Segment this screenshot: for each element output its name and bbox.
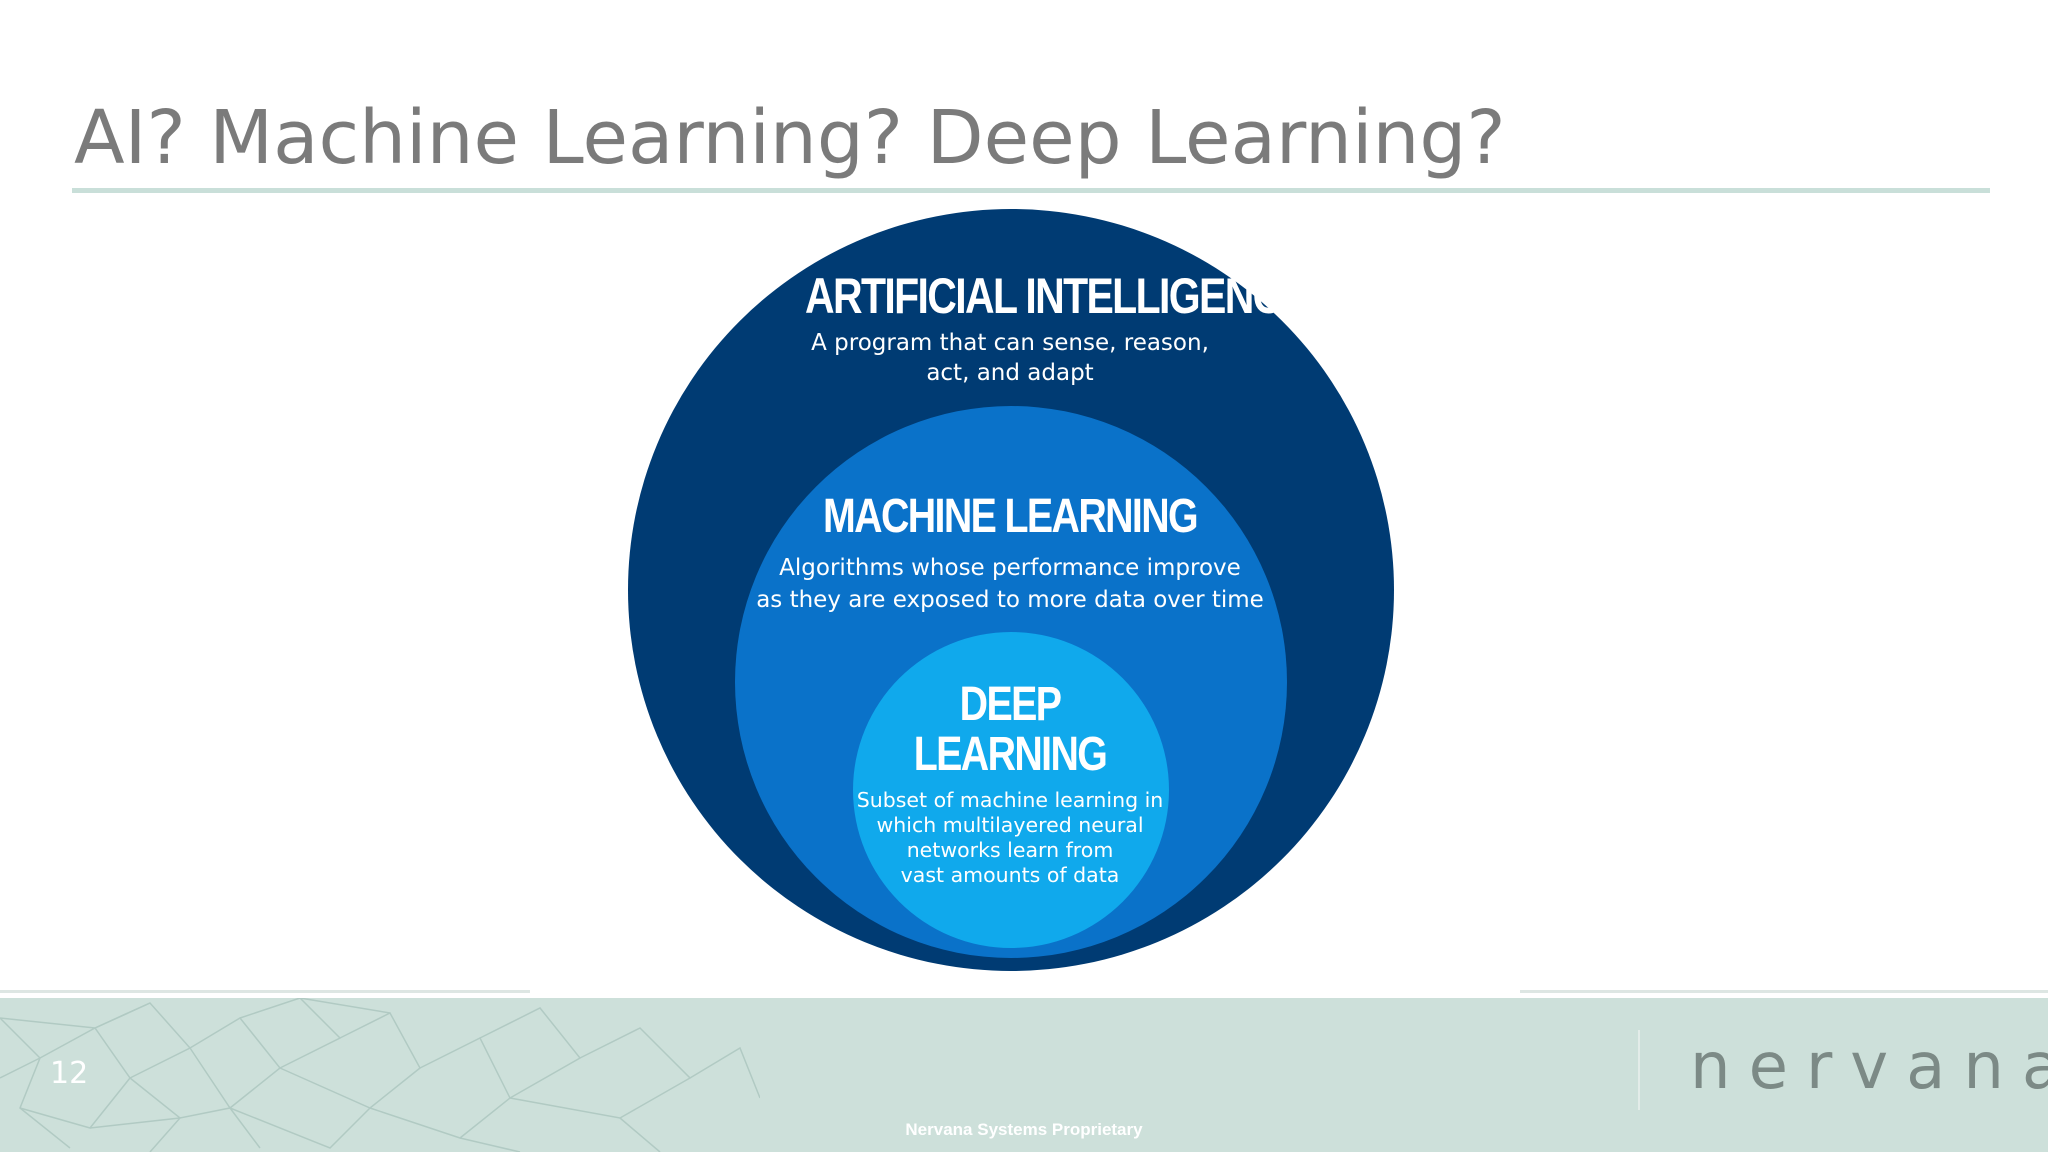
logo-divider	[1638, 1030, 1640, 1110]
footer-divider-left	[0, 990, 530, 993]
ml-heading: MACHINE LEARNING	[823, 490, 1199, 543]
page-number: 12	[50, 1056, 89, 1091]
ai-heading: ARTIFICIAL INTELLIGENCE	[805, 268, 1308, 324]
title-underline	[72, 188, 1990, 193]
dl-circle	[853, 632, 1169, 948]
dl-description-line-4: vast amounts of data	[900, 863, 1120, 887]
dl-heading-line-1: DEEP	[959, 678, 1062, 731]
ai-description-line-2: act, and adapt	[926, 360, 1094, 386]
ai-label-group: ARTIFICIAL INTELLIGENCE A program that c…	[760, 268, 1308, 388]
nervana-logo: nervana	[1690, 1030, 2048, 1104]
dl-description-line-3: networks learn from	[906, 838, 1114, 862]
ml-description-line-1: Algorithms whose performance improve	[779, 555, 1241, 581]
footer-proprietary-text: Nervana Systems Proprietary	[905, 1120, 1143, 1139]
footer-network-pattern	[0, 998, 760, 1152]
dl-description-line-2: which multilayered neural	[876, 813, 1144, 837]
dl-description-line-1: Subset of machine learning in	[856, 788, 1164, 812]
dl-label-group: DEEP LEARNING Subset of machine learning…	[850, 680, 1170, 888]
ml-description-line-2: as they are exposed to more data over ti…	[756, 587, 1264, 613]
footer-divider-right	[1520, 990, 2048, 993]
slide-title: AI? Machine Learning? Deep Learning?	[74, 95, 1506, 181]
footer-band	[0, 998, 2048, 1152]
dl-heading-line-2: LEARNING	[913, 728, 1108, 781]
ml-label-group: MACHINE LEARNING Algorithms whose perfor…	[740, 490, 1280, 616]
ai-description-line-1: A program that can sense, reason,	[811, 330, 1209, 356]
